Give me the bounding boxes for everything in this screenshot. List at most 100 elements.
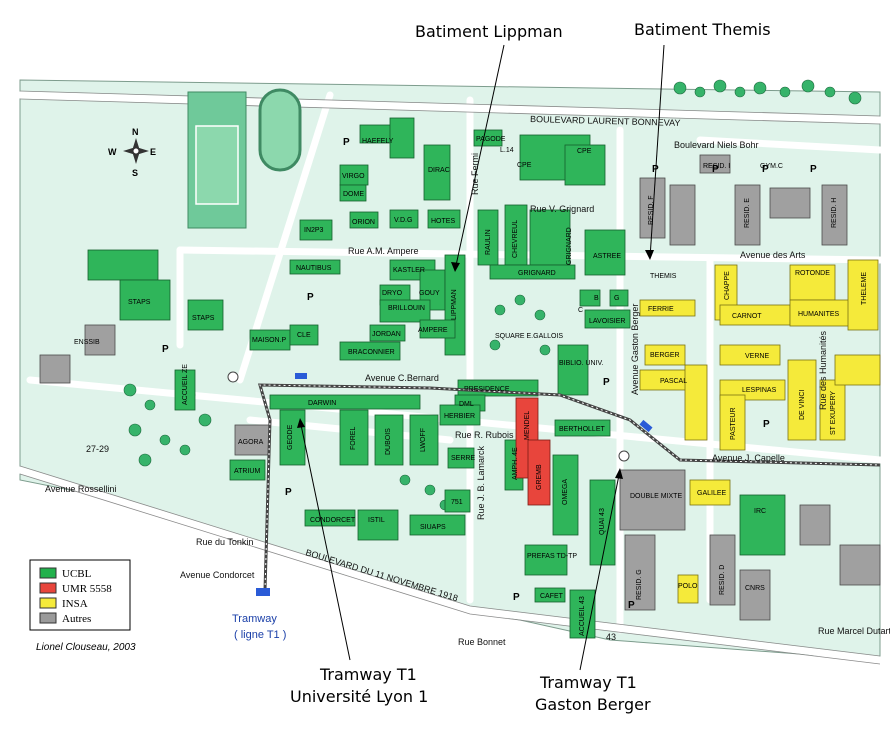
- label-double-mixte[interactable]: DOUBLE MIXTE: [630, 493, 682, 500]
- label-hotes[interactable]: HOTES: [431, 218, 455, 225]
- label-accueil[interactable]: ACCUEIL ZE: [182, 364, 189, 405]
- label-mendel[interactable]: MENDEL: [524, 411, 531, 440]
- label-irc[interactable]: IRC: [754, 508, 766, 515]
- label-l14[interactable]: L.14: [500, 147, 514, 154]
- label-themis[interactable]: THEMIS: [650, 273, 677, 280]
- label-biblio[interactable]: BIBLIO. UNIV.: [559, 360, 604, 367]
- label-raulin[interactable]: RAULIN: [485, 229, 492, 255]
- label-condorcet[interactable]: CONDORCET: [310, 517, 356, 524]
- label-verne[interactable]: VERNE: [745, 353, 769, 360]
- label-quai43[interactable]: QUAI 43: [599, 508, 606, 535]
- label-staps[interactable]: STAPS: [128, 299, 151, 306]
- label-c[interactable]: C: [578, 307, 583, 314]
- label-kastler[interactable]: KASTLER: [393, 267, 425, 274]
- label-resid-e[interactable]: RESID. E: [744, 198, 751, 228]
- label-resid-f[interactable]: RESID. F: [648, 195, 655, 225]
- label-virgo[interactable]: VIRGO: [342, 173, 365, 180]
- label-cnrs[interactable]: CNRS: [745, 585, 765, 592]
- label-gouy[interactable]: GOUY: [419, 290, 440, 297]
- label-omega[interactable]: OMEGA: [562, 479, 569, 505]
- label-cafet[interactable]: CAFET: [540, 593, 564, 600]
- label-grignard-v[interactable]: GRIGNARD: [566, 227, 573, 265]
- label-dryo[interactable]: DRYO: [382, 290, 403, 297]
- label-cpe[interactable]: CPE: [577, 148, 592, 155]
- label-berthollet[interactable]: BERTHOLLET: [559, 426, 605, 433]
- parking-marker[interactable]: P: [652, 164, 659, 175]
- label-vdg[interactable]: V.D.G: [394, 217, 412, 224]
- label-prefas[interactable]: PREFAS TD-TP: [527, 553, 577, 560]
- label-pasteur[interactable]: PASTEUR: [730, 407, 737, 440]
- label-resid-d[interactable]: RESID. D: [719, 565, 726, 595]
- label-pagode[interactable]: PAGODE: [476, 136, 506, 143]
- label-resid-h[interactable]: RESID. H: [831, 198, 838, 228]
- label-atrium[interactable]: ATRIUM: [234, 468, 260, 475]
- label-in2p3[interactable]: IN2P3: [304, 227, 324, 234]
- label-dml[interactable]: DML: [459, 401, 474, 408]
- label-brillouin[interactable]: BRILLOUIN: [388, 305, 425, 312]
- parking-marker[interactable]: P: [513, 592, 520, 603]
- parking-marker[interactable]: P: [307, 292, 314, 303]
- label-carnot[interactable]: CARNOT: [732, 313, 762, 320]
- label-polo[interactable]: POLO: [678, 583, 698, 590]
- label-serre[interactable]: SERRE: [451, 455, 475, 462]
- label-herbier[interactable]: HERBIER: [444, 413, 475, 420]
- label-751[interactable]: 751: [451, 499, 463, 506]
- label-nautibus[interactable]: NAUTIBUS: [296, 265, 332, 272]
- parking-marker[interactable]: P: [810, 164, 817, 175]
- tram-stop-gaston-berger[interactable]: [639, 419, 653, 433]
- label-berger[interactable]: BERGER: [650, 352, 680, 359]
- label-resid-g[interactable]: RESID. G: [636, 569, 643, 600]
- label-chappe[interactable]: CHAPPE: [724, 271, 731, 300]
- label-ampere[interactable]: AMPERE: [418, 327, 448, 334]
- label-chevreul[interactable]: CHEVREUL: [512, 220, 519, 258]
- parking-marker[interactable]: P: [763, 419, 770, 430]
- label-geode[interactable]: GEODE: [287, 424, 294, 450]
- label-siuaps[interactable]: SIUAPS: [420, 524, 446, 531]
- label-orion[interactable]: ORION: [352, 219, 375, 226]
- label-maisonp[interactable]: MAISON.P: [252, 337, 287, 344]
- label-lippman[interactable]: LIPPMAN: [451, 289, 458, 320]
- label-agora[interactable]: AGORA: [238, 439, 264, 446]
- parking-marker[interactable]: P: [628, 600, 635, 611]
- label-resid-i[interactable]: RESID. I: [703, 163, 730, 170]
- label-cle[interactable]: CLE: [297, 332, 311, 339]
- label-staps2[interactable]: STAPS: [192, 315, 215, 322]
- label-b[interactable]: B: [594, 295, 599, 302]
- label-gymc[interactable]: GYM.C: [760, 163, 783, 170]
- parking-marker[interactable]: P: [712, 164, 719, 175]
- label-forel[interactable]: FOREL: [350, 427, 357, 450]
- label-square[interactable]: SQUARE E.GALLOIS: [495, 333, 563, 340]
- label-grignard[interactable]: GRIGNARD: [518, 270, 556, 277]
- label-lwoff[interactable]: LWOFF: [420, 428, 427, 452]
- label-cpe2[interactable]: CPE: [517, 162, 532, 169]
- label-pascal[interactable]: PASCAL: [660, 378, 687, 385]
- label-amph[interactable]: AMPH. 4E: [512, 447, 519, 480]
- tram-terminus[interactable]: [256, 588, 270, 596]
- label-darwin[interactable]: DARWIN: [308, 400, 336, 407]
- label-dubois[interactable]: DUBOIS: [385, 428, 392, 455]
- label-dome[interactable]: DOME: [343, 191, 364, 198]
- label-istil[interactable]: ISTIL: [368, 517, 385, 524]
- label-rotonde[interactable]: ROTONDE: [795, 270, 830, 277]
- label-braconnier[interactable]: BRACONNIER: [348, 349, 395, 356]
- label-jordan[interactable]: JORDAN: [372, 331, 401, 338]
- parking-marker[interactable]: P: [285, 487, 292, 498]
- label-dirac[interactable]: DIRAC: [428, 167, 450, 174]
- label-stexupery[interactable]: ST EXUPERY: [830, 391, 837, 435]
- label-presidence[interactable]: PRESIDENCE: [464, 386, 510, 393]
- label-enssib[interactable]: ENSSIB: [74, 339, 100, 346]
- label-g[interactable]: G: [614, 295, 619, 302]
- label-theleme[interactable]: THELEME: [861, 272, 868, 305]
- label-humanites[interactable]: HUMANITES: [798, 311, 840, 318]
- label-astree[interactable]: ASTREE: [593, 253, 621, 260]
- label-gremb[interactable]: GREMB: [536, 464, 543, 490]
- tram-stop-lyon1[interactable]: [295, 373, 307, 379]
- parking-marker[interactable]: P: [162, 344, 169, 355]
- label-devinci[interactable]: DE VINCI: [799, 390, 806, 420]
- label-lavoisier[interactable]: LAVOISIER: [589, 318, 625, 325]
- label-lespinas[interactable]: LESPINAS: [742, 387, 777, 394]
- label-galilee[interactable]: GALILEE: [697, 490, 727, 497]
- label-ferrie[interactable]: FERRIE: [648, 306, 674, 313]
- label-accueil43[interactable]: ACCUEIL 43: [579, 596, 586, 636]
- parking-marker[interactable]: P: [603, 377, 610, 388]
